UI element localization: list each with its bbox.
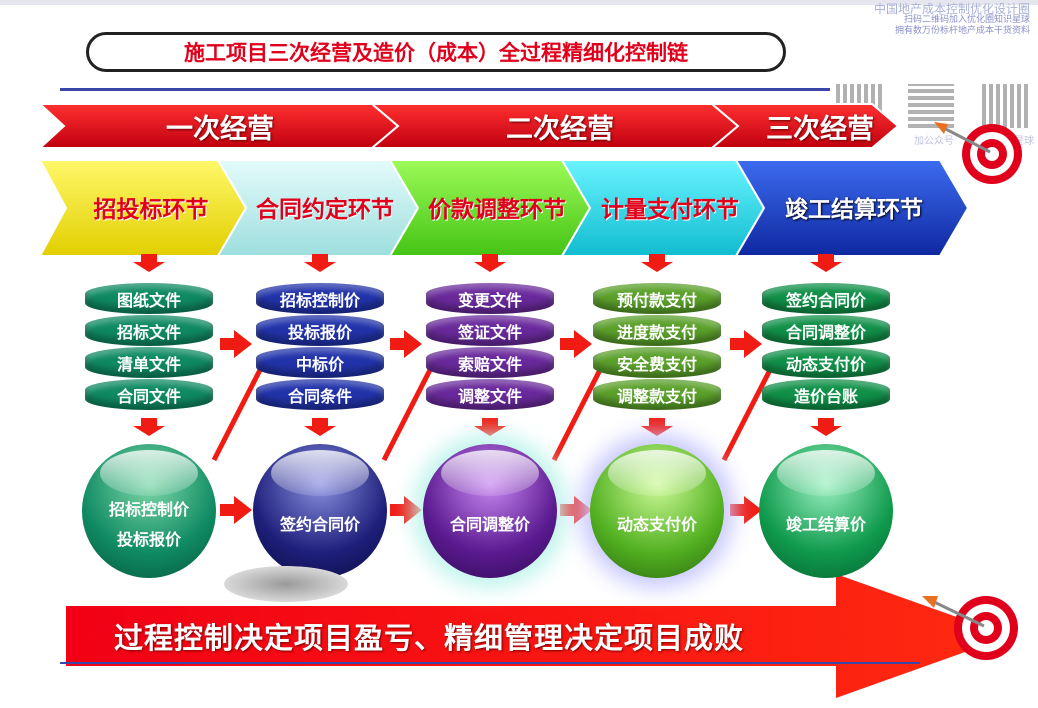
top-border	[0, 0, 1038, 5]
conclusion-arrow-shape	[66, 574, 1010, 698]
price-ball: 动态支付价	[590, 444, 724, 578]
ball-highlight	[441, 450, 539, 496]
stage-label-2: 二次经营	[506, 113, 614, 145]
price-ball: 招标控制价投标报价	[82, 444, 216, 578]
right-arrows	[220, 330, 762, 524]
document-disk: 合同调整价	[762, 315, 890, 346]
document-disk: 招标文件	[85, 315, 213, 346]
qr-code-icon	[908, 84, 954, 128]
ball-label: 动态支付价	[616, 515, 697, 534]
diagonal-arrows	[211, 364, 775, 462]
watermark-line3: 拥有数万份标杆地产成本干货资料	[894, 26, 1030, 36]
ball-label: 投标报价	[116, 530, 181, 549]
ball-label: 签约合同价	[279, 515, 360, 534]
target-icon-top	[934, 122, 1022, 184]
down-arrows	[133, 254, 842, 436]
step-label-payment: 计量支付环节	[601, 197, 739, 223]
price-ball: 竣工结算价	[759, 444, 893, 578]
price-ball: 签约合同价	[253, 444, 387, 578]
document-disk: 造价台账	[762, 379, 890, 410]
step-label-contract: 合同约定环节	[256, 197, 394, 223]
ball-highlight	[608, 450, 706, 496]
document-disk: 进度款支付	[593, 315, 721, 346]
document-disk: 清单文件	[85, 347, 213, 378]
step-chevrons	[38, 159, 970, 257]
ball-highlight	[100, 450, 198, 496]
watermark-line2: 扫码二维码加入优化圈知识星球	[903, 15, 1030, 25]
ball-label: 竣工结算价	[785, 515, 866, 534]
ball-highlight	[777, 450, 875, 496]
step-label-settlement: 竣工结算环节	[785, 197, 923, 223]
page-title: 施工项目三次经营及造价（成本）全过程精细化控制链	[86, 32, 786, 72]
document-disk: 中标价	[256, 347, 384, 378]
document-disk: 合同条件	[256, 379, 384, 410]
document-disk: 调整款支付	[593, 379, 721, 410]
document-disk: 签证文件	[426, 315, 554, 346]
watermark: 中国地产成本控制优化设计圈 扫码二维码加入优化圈知识星球 拥有数万份标杆地产成本…	[830, 2, 1030, 37]
watermark-label-wechat: 加公众号	[914, 136, 954, 147]
bottom-underline	[60, 662, 920, 664]
step-chevron-5	[734, 159, 970, 257]
ball-highlight	[271, 450, 369, 496]
ball-label: 招标控制价	[108, 500, 189, 519]
document-disk: 预付款支付	[593, 283, 721, 314]
document-disk: 合同文件	[85, 379, 213, 410]
ball-label: 合同调整价	[449, 515, 530, 534]
document-disk: 索赔文件	[426, 347, 554, 378]
stage-chevrons	[37, 103, 900, 149]
document-disk: 图纸文件	[85, 283, 213, 314]
stage-label-1: 一次经营	[166, 113, 274, 145]
price-ball: 合同调整价	[423, 444, 557, 578]
title-underline	[60, 88, 830, 91]
ball-shadow	[224, 566, 348, 602]
document-disk: 签约合同价	[762, 283, 890, 314]
document-disk: 投标报价	[256, 315, 384, 346]
stage-chevron-3	[709, 103, 900, 149]
step-label-bidding: 招投标环节	[93, 197, 209, 223]
document-disk: 调整文件	[426, 379, 554, 410]
document-disk: 招标控制价	[256, 283, 384, 314]
document-disk: 动态支付价	[762, 347, 890, 378]
document-disk: 安全费支付	[593, 347, 721, 378]
stage-label-3: 三次经营	[766, 113, 874, 145]
watermark-line1: 中国地产成本控制优化设计圈	[873, 2, 1030, 16]
conclusion-banner: 过程控制决定项目盈亏、精细管理决定项目成败	[114, 621, 745, 655]
qr-code-icon	[982, 84, 1028, 128]
target-icon-bottom	[922, 596, 1018, 660]
document-disk: 变更文件	[426, 283, 554, 314]
step-label-price-adjust: 价款调整环节	[428, 197, 566, 223]
